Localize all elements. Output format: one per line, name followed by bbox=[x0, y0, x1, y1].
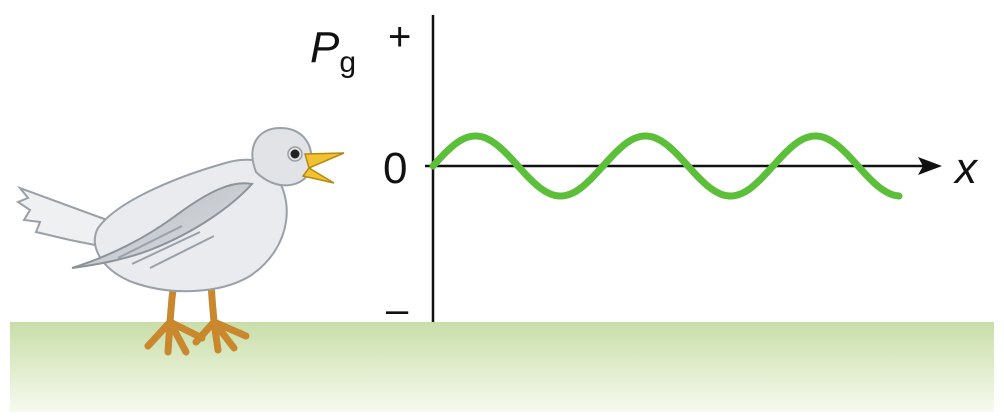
bird-head bbox=[251, 126, 313, 187]
plus-sign: + bbox=[388, 15, 411, 59]
x-axis-arrowhead bbox=[918, 157, 942, 175]
bird-wing bbox=[71, 182, 254, 269]
bird-eye-ring bbox=[287, 146, 303, 162]
bird-tail bbox=[15, 185, 120, 248]
zero-label: 0 bbox=[383, 144, 407, 193]
pressure-wave bbox=[429, 132, 903, 200]
bird-legs bbox=[144, 264, 250, 356]
bird-wing-feather-lines bbox=[117, 225, 215, 269]
ground bbox=[10, 322, 994, 412]
minus-sign: – bbox=[386, 288, 409, 332]
x-axis-label: x bbox=[953, 144, 979, 193]
bird-eye bbox=[290, 149, 300, 159]
y-axis-label: Pg bbox=[310, 23, 356, 79]
bird-lower-beak bbox=[301, 167, 335, 184]
bird bbox=[15, 126, 345, 356]
y-axis-label-subscript: g bbox=[339, 46, 356, 79]
bird-upper-beak bbox=[304, 152, 345, 170]
